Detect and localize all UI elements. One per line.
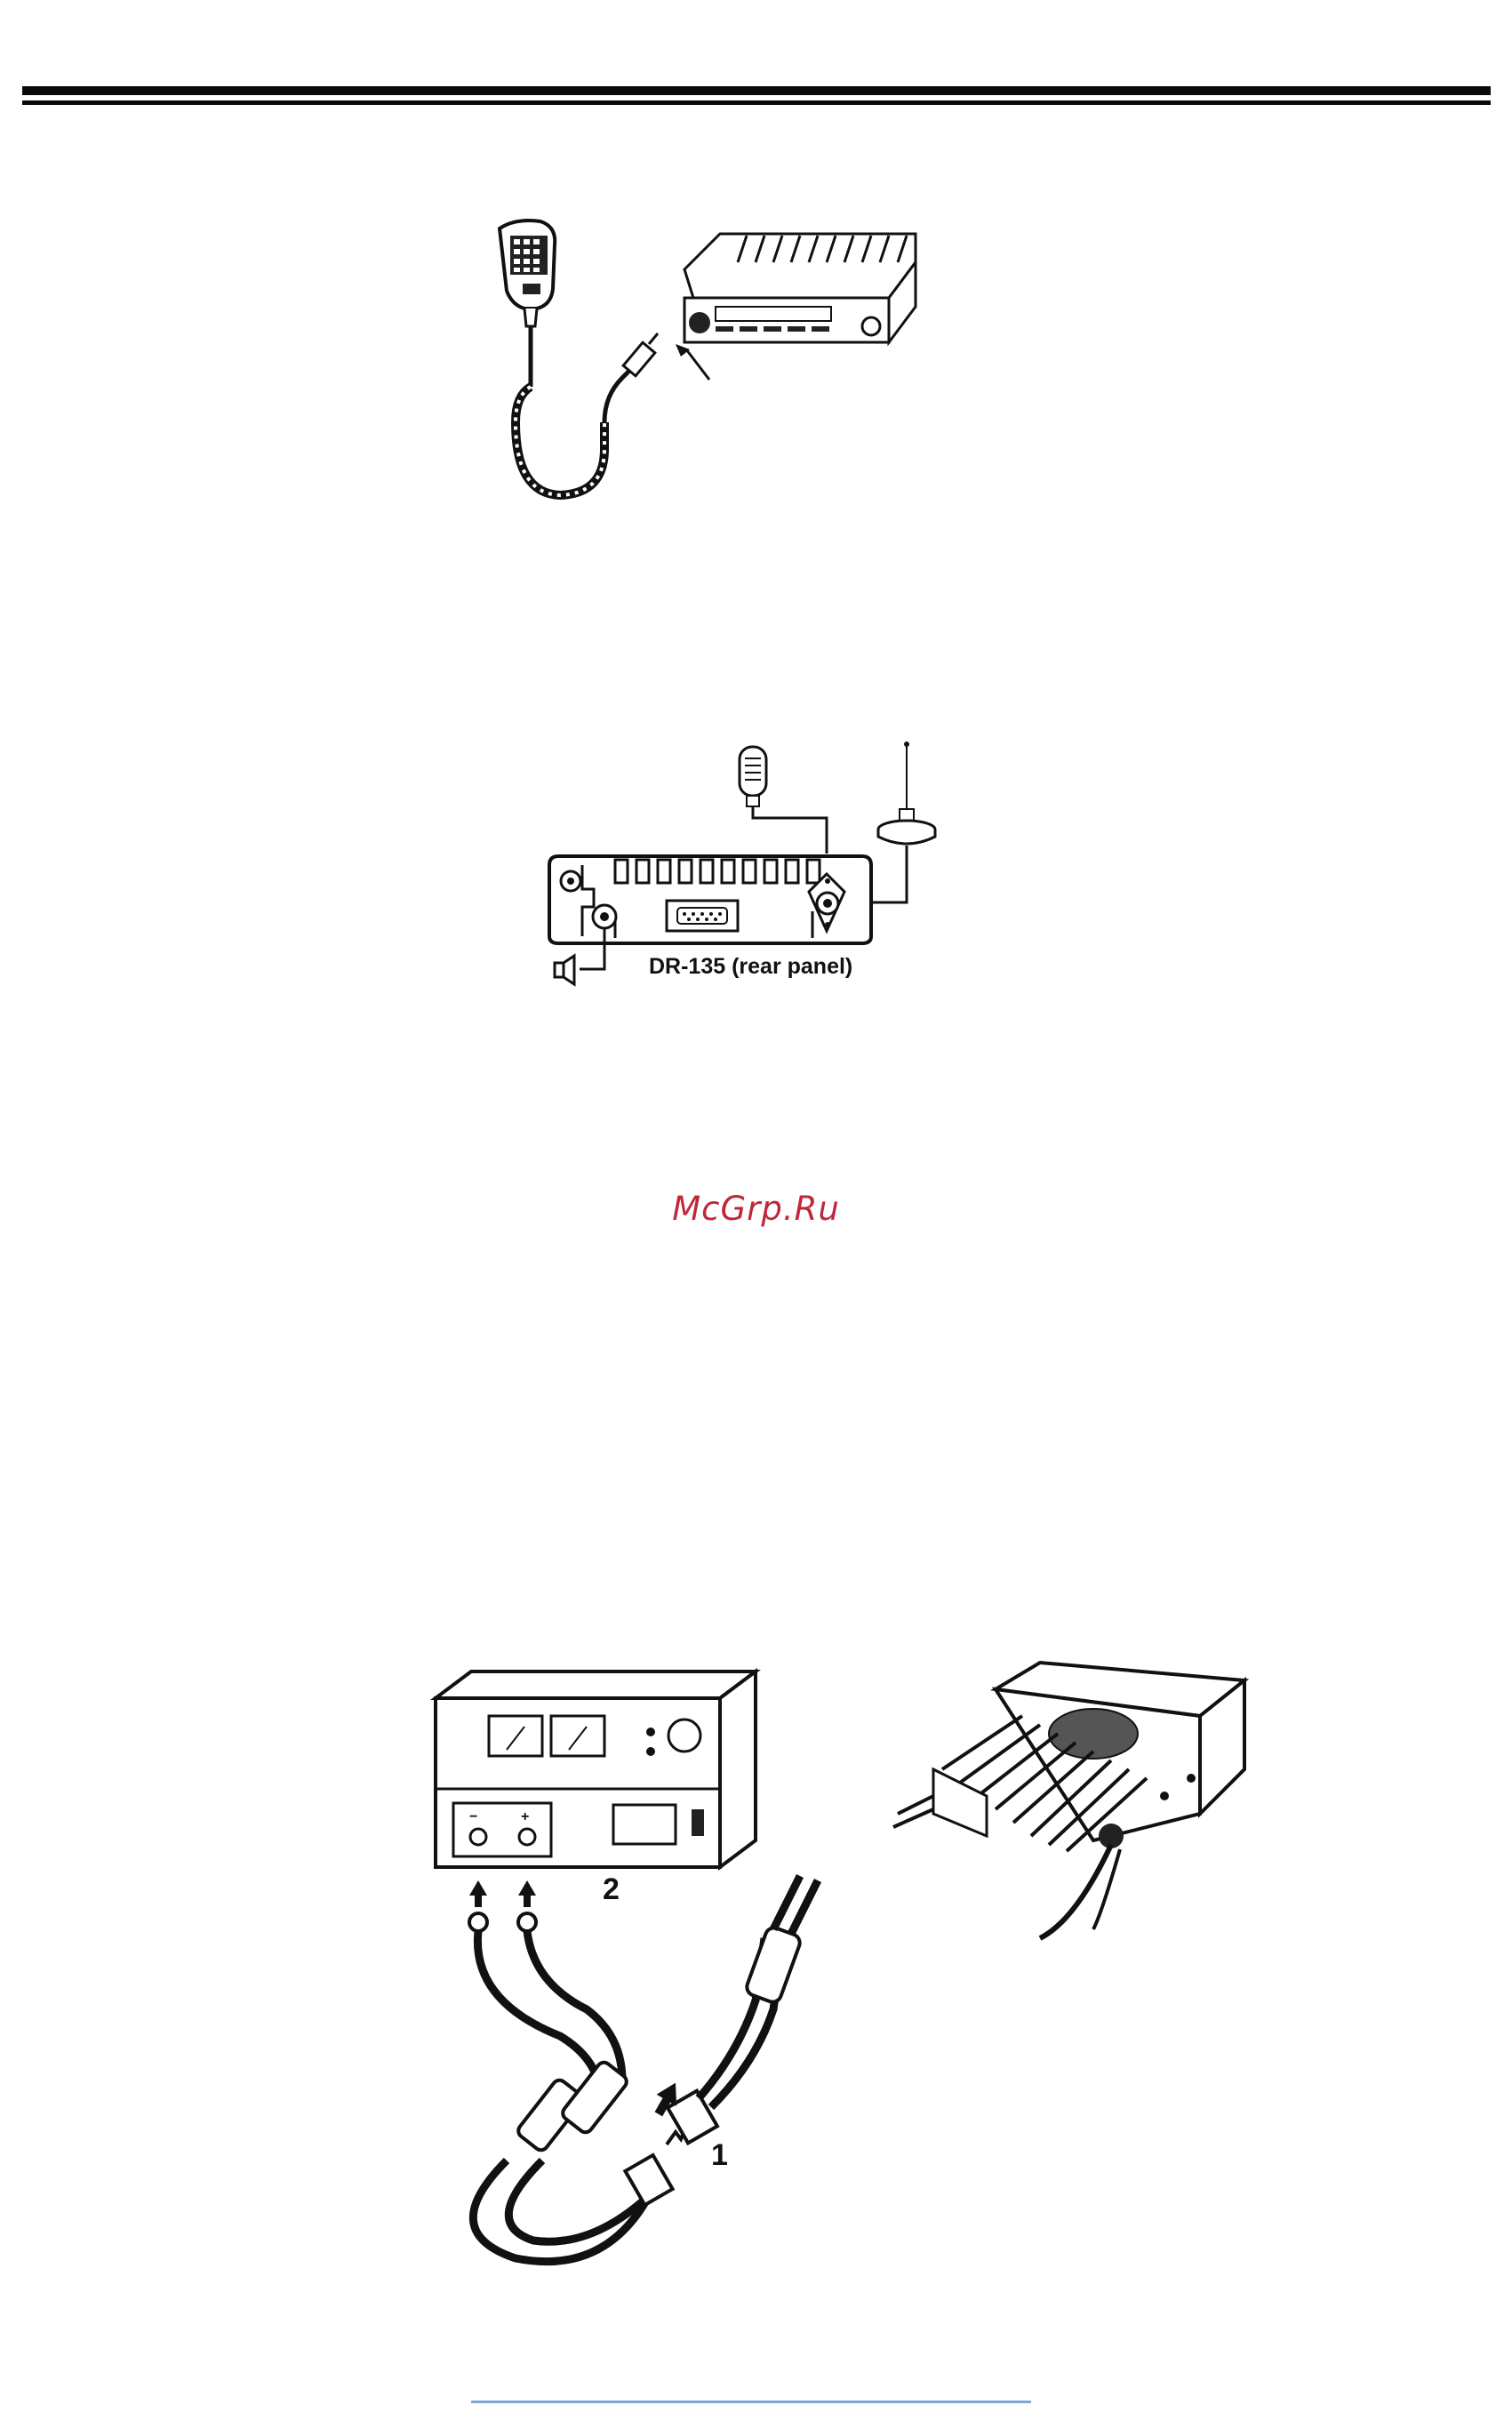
terminal-plus-label: + [521, 1809, 529, 1824]
radio-heatsink-icon [893, 1663, 1244, 1938]
callout-1: 1 [711, 2138, 728, 2172]
header-rule-thin [22, 100, 1491, 105]
terminal-minus-label: − [469, 1809, 477, 1824]
watermark-text: McGrp.Ru [0, 1190, 1512, 1228]
speaker-microphone-icon [740, 747, 827, 854]
figure-power-connection: − + [400, 1663, 1253, 2285]
radio-front-icon [676, 234, 916, 380]
watermark-label: McGrp.Ru [672, 1190, 840, 1228]
figure-microphone-connection [480, 209, 942, 511]
figure-rear-panel: DR-135 (rear panel) [533, 734, 996, 1018]
rear-panel-caption: DR-135 (rear panel) [649, 954, 852, 979]
terminal-leads [469, 1876, 818, 2262]
power-supply-icon: − + [436, 1671, 756, 1867]
header-rule-thick [22, 86, 1491, 95]
footer-line [471, 2401, 1031, 2403]
rear-panel-body [549, 856, 871, 943]
callout-2: 2 [603, 1872, 620, 1906]
microphone-icon [500, 220, 658, 495]
